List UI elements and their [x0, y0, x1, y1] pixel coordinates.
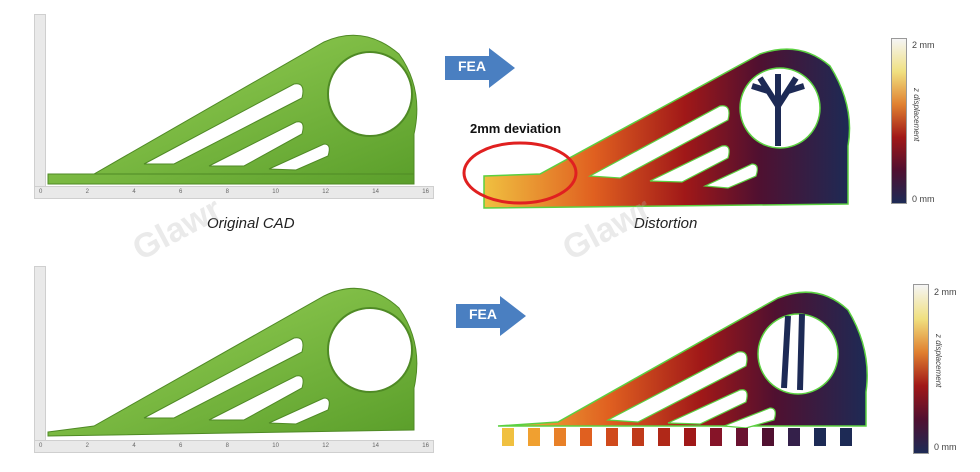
top-distortion-panel: [460, 36, 860, 216]
fea-label-bottom: FEA: [469, 306, 497, 322]
deviation-ellipse: [462, 141, 578, 205]
cad-bracket-top: [47, 34, 418, 185]
colorbar-bottom-axis-label: z displacement: [934, 334, 943, 388]
fea-arrow-bottom: [456, 296, 526, 336]
heatmap-bracket-bottom: [497, 291, 868, 446]
fea-arrow-top: [445, 48, 515, 88]
colorbar-bottom: [913, 284, 929, 454]
colorbar-top-max: 2 mm: [912, 40, 935, 50]
deviation-annotation: 2mm deviation: [470, 121, 562, 136]
colorbar-bottom-max: 2 mm: [934, 287, 957, 297]
cad-bracket-bottom: [47, 287, 418, 437]
caption-distortion: Distortion: [634, 215, 698, 232]
bottom-distortion-panel: [488, 276, 878, 466]
colorbar-top-axis-label: z displacement: [912, 88, 921, 142]
colorbar-top-min: 0 mm: [912, 194, 935, 204]
caption-original-cad: Original CAD: [207, 215, 295, 232]
colorbar-bottom-min: 0 mm: [934, 442, 957, 452]
colorbar-top: [891, 38, 907, 204]
support-pillars: [502, 428, 852, 446]
fea-label-top: FEA: [458, 58, 486, 74]
